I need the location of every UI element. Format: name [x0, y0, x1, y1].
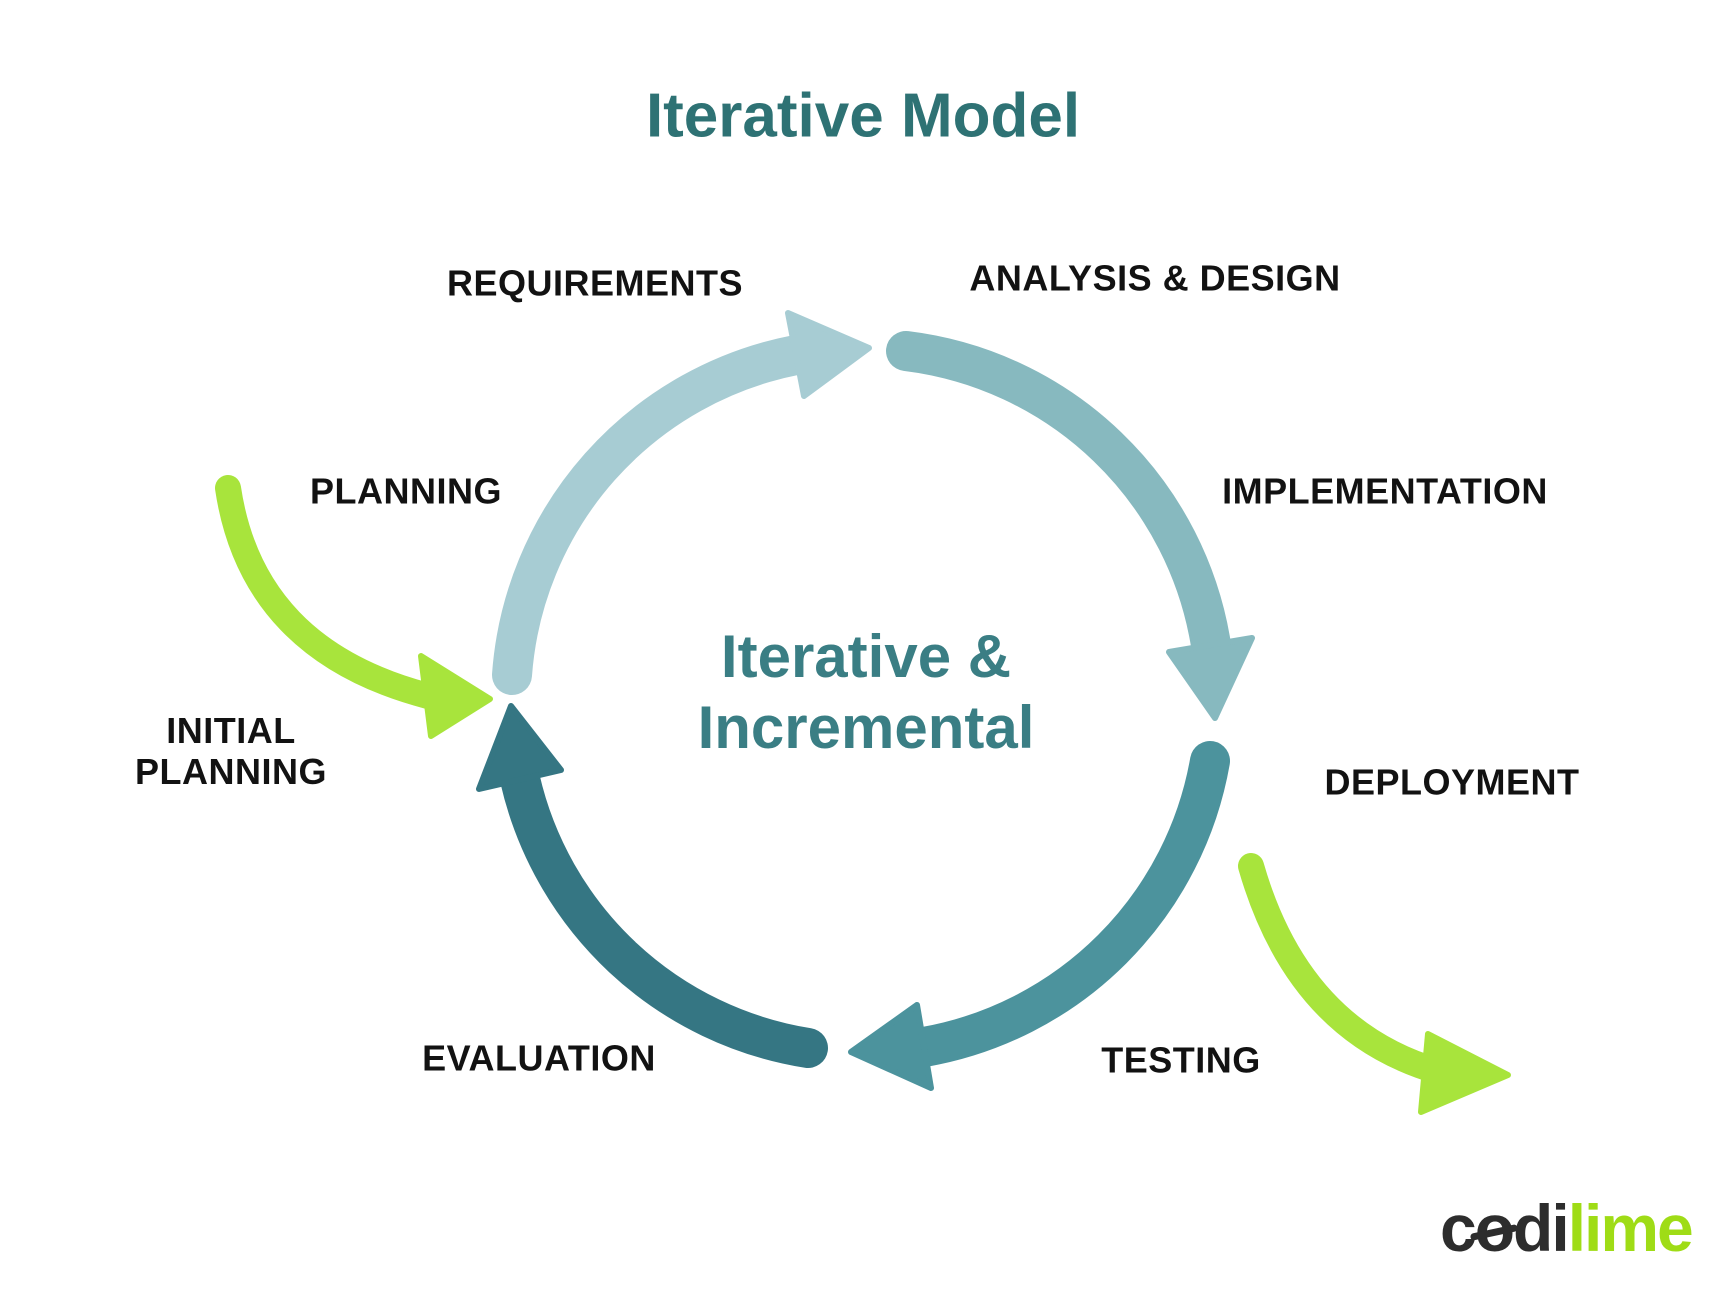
stage-label-evaluation: EVALUATION — [422, 1037, 656, 1079]
exit-arrowhead-icon — [1418, 1031, 1511, 1115]
center-label-line1: Iterative & — [720, 623, 1012, 690]
center-label-line2: Incremental — [697, 694, 1035, 761]
stage-label-initial-planning-line2: PLANNING — [135, 751, 327, 792]
center-label: Iterative & Incremental — [698, 621, 1035, 763]
exit-arrow-shaft — [1238, 853, 1450, 1084]
codilime-logo: codilime — [1440, 1191, 1694, 1265]
stage-label-planning: PLANNING — [310, 470, 502, 512]
arc-analysis-to-implementation — [886, 331, 1231, 665]
logo-codi-o: o — [1469, 1192, 1518, 1264]
arc-deployment-to-testing — [904, 741, 1230, 1067]
arrowhead-requirements-icon — [785, 310, 872, 399]
logo-lime: lime — [1567, 1191, 1694, 1265]
stage-label-testing: TESTING — [1101, 1039, 1261, 1081]
entry-arrow-shaft — [215, 475, 441, 709]
arrowhead-testing-icon — [848, 1002, 934, 1091]
page-title: Iterative Model — [645, 81, 1081, 151]
logo-codi-c: c — [1440, 1191, 1477, 1265]
arrowhead-planning-icon — [476, 703, 564, 792]
stage-label-implementation: IMPLEMENTATION — [1222, 470, 1548, 512]
logo-codi-di: di — [1513, 1191, 1570, 1265]
stage-label-requirements: REQUIREMENTS — [446, 262, 744, 304]
stage-label-analysis-design: ANALYSIS & DESIGN — [969, 257, 1341, 299]
arrowhead-implementation-icon — [1166, 635, 1255, 721]
arc-planning-to-requirements — [492, 335, 816, 695]
arc-evaluation-to-planning — [500, 759, 828, 1068]
stage-label-deployment: DEPLOYMENT — [1324, 761, 1580, 803]
entry-arrowhead-icon — [418, 653, 493, 739]
stage-label-initial-planning: INITIAL PLANNING — [135, 710, 327, 792]
stage-label-initial-planning-line1: INITIAL — [166, 710, 296, 751]
